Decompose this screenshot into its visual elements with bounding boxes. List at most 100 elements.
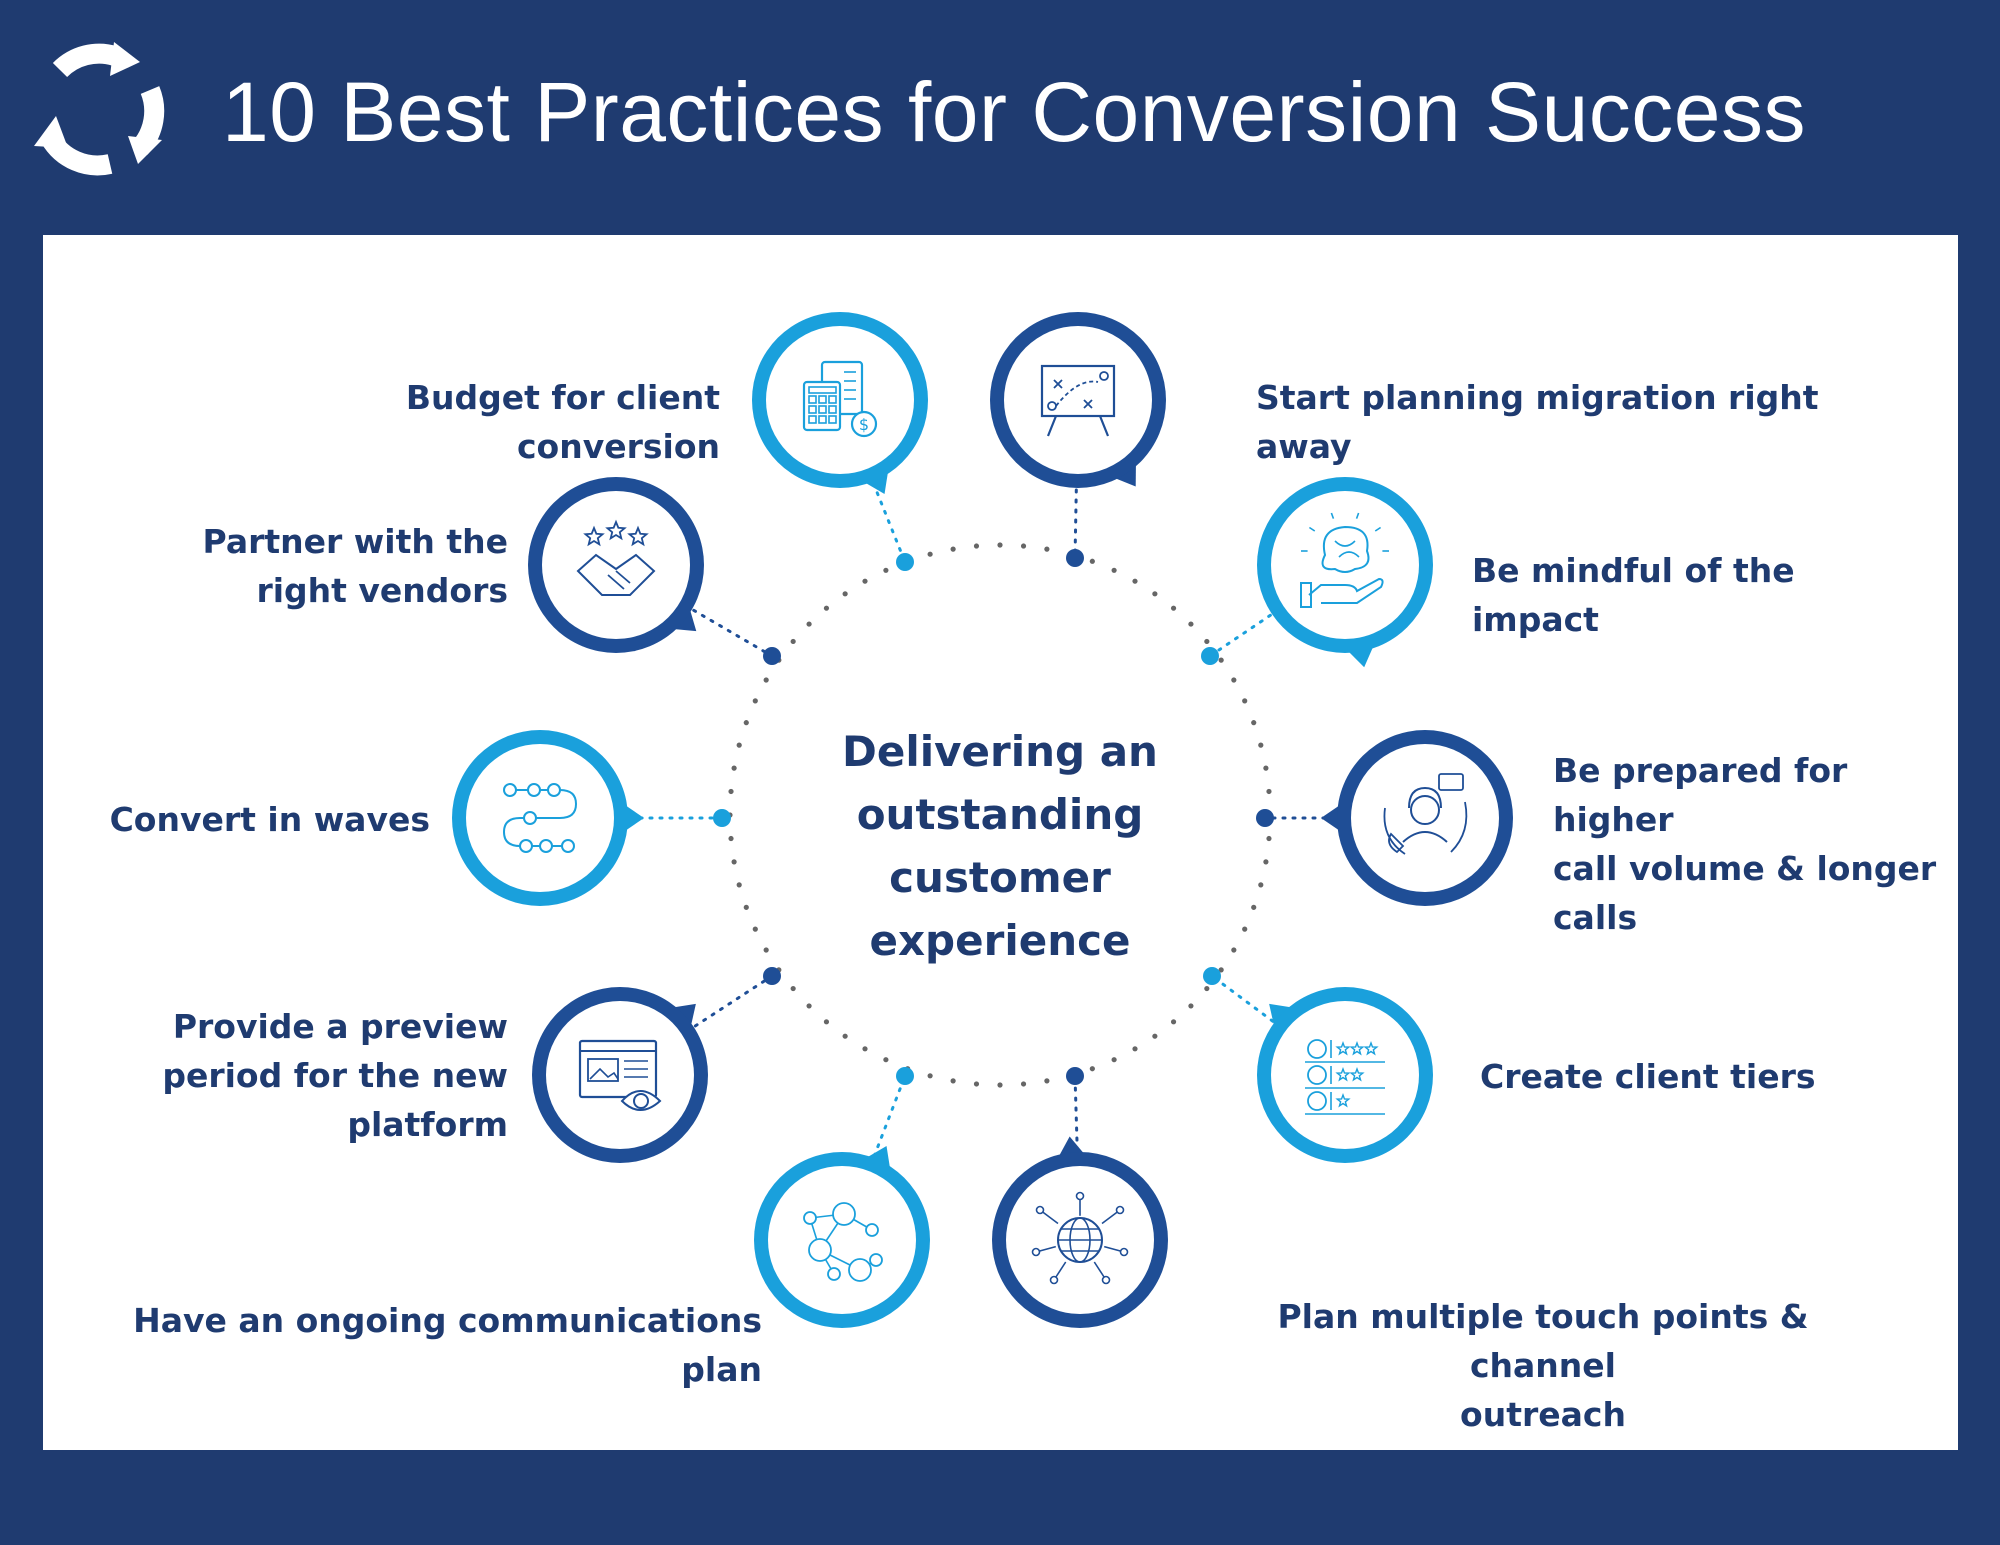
ring-anchor-dot [1203,967,1221,985]
ring-dot [731,765,737,771]
ring-dot [1251,720,1257,726]
ring-anchor-dot [896,1067,914,1085]
ring-dot [1044,546,1050,552]
center-caption: Delivering an outstanding customer exper… [740,720,1260,972]
ring-dot [997,542,1003,548]
ring-dot [862,578,868,584]
ring-dot [823,605,830,611]
ring-dot [743,904,749,910]
ring-dot [1258,742,1264,748]
label-impact: Be mindful of the impact [1472,546,1912,644]
ring-dot [1242,698,1248,704]
ring-dot [1204,985,1210,992]
ring-dot [1132,578,1138,584]
center-line: Delivering an [842,727,1158,776]
label-line: call volume & longer [1553,849,1937,888]
center-line: experience [869,916,1131,965]
label-line: Start planning migration right away [1256,378,1819,466]
ring-dot [927,1073,933,1079]
label-line: outreach [1460,1395,1626,1434]
ring-dot [763,947,769,953]
label-line: right vendors [256,571,508,610]
ring-dot [973,543,980,549]
node-inner [1271,491,1419,639]
label-communications: Have an ongoing communications plan [62,1296,762,1394]
ring-dot [790,985,796,992]
practice-node-vendors [528,477,704,653]
ring-dot [842,591,848,597]
ring-anchor-dot [1066,549,1084,567]
ring-dot [1188,621,1194,627]
ring-dot [862,1046,868,1052]
strategy-board-icon [1040,364,1116,437]
calculator-invoice-icon: $ [802,360,878,438]
ring-dot [752,698,758,704]
workflow-path-icon [502,783,578,853]
label-line: Be prepared for higher [1553,751,1848,839]
practice-nodes: $ [452,312,1513,1328]
ring-dot [1263,859,1269,865]
ring-dot [1020,1081,1027,1087]
ring-dot [1089,558,1095,564]
label-budget: Budget for client conversion [240,373,720,471]
page-title: 10 Best Practices for Conversion Success [222,65,1807,159]
ring-dot [950,1078,956,1084]
ring-dot [1111,1057,1117,1063]
ring-dot [1263,765,1269,771]
node-inner [768,1166,916,1314]
people-network-icon [803,1202,883,1282]
label-vendors: Partner with the right vendors [180,517,508,615]
ring-dot [743,720,749,726]
ring-anchor-dot [763,647,781,665]
svg-text:$: $ [859,415,869,434]
label-line: Create client tiers [1480,1057,1816,1096]
ring-dot [1188,1003,1194,1009]
ring-dot [1218,657,1224,663]
ring-dot [883,567,889,573]
label-line: Plan multiple touch points & channel [1277,1297,1809,1385]
practice-node-planning [990,312,1166,488]
practice-node-communications [754,1146,930,1328]
ring-dot [1204,638,1210,645]
ring-dot [1020,543,1027,549]
label-line: Have an ongoing communications plan [133,1301,762,1389]
ring-dot [1251,904,1257,910]
ring-dot [1152,591,1158,597]
handshake-stars-icon [576,519,656,596]
browser-preview-eye-icon [578,1039,662,1111]
ring-anchor-dot [713,809,731,827]
ring-dot [790,638,796,645]
ring-dot [731,859,737,865]
ring-dot [950,546,956,552]
node-inner [546,1001,694,1149]
practice-node-preview [532,987,708,1163]
ring-dot [1231,677,1237,683]
center-line: outstanding customer [856,790,1144,902]
refresh-arrows-icon [34,42,165,176]
label-touchpoints: Plan multiple touch points & channel outr… [1228,1292,1858,1439]
globe-network-icon [1031,1191,1129,1285]
node-inner [1004,326,1152,474]
ring-dot [1152,1033,1158,1039]
brain-hand-icon [1300,512,1389,608]
label-line: Partner with the [202,522,508,561]
call-agent-icon [1383,773,1468,855]
ring-anchor-dot [896,553,914,571]
ring-anchor-dot [1066,1067,1084,1085]
ring-dot [823,1019,830,1025]
practice-node-budget: $ [752,312,928,494]
ring-dot [728,788,734,795]
ring-anchor-dot [763,967,781,985]
ring-dot [1266,835,1272,842]
practice-node-waves [452,730,644,906]
ring-dot [997,1082,1003,1088]
ring-dot [1266,788,1272,795]
label-calls: Be prepared for higher call volume & long… [1553,746,1948,942]
node-inner [542,491,690,639]
ring-dot [973,1081,980,1087]
label-line: period for the new [162,1056,508,1095]
label-line: Provide a preview [172,1007,508,1046]
ring-dot [736,882,742,888]
ring-dot [927,551,933,557]
